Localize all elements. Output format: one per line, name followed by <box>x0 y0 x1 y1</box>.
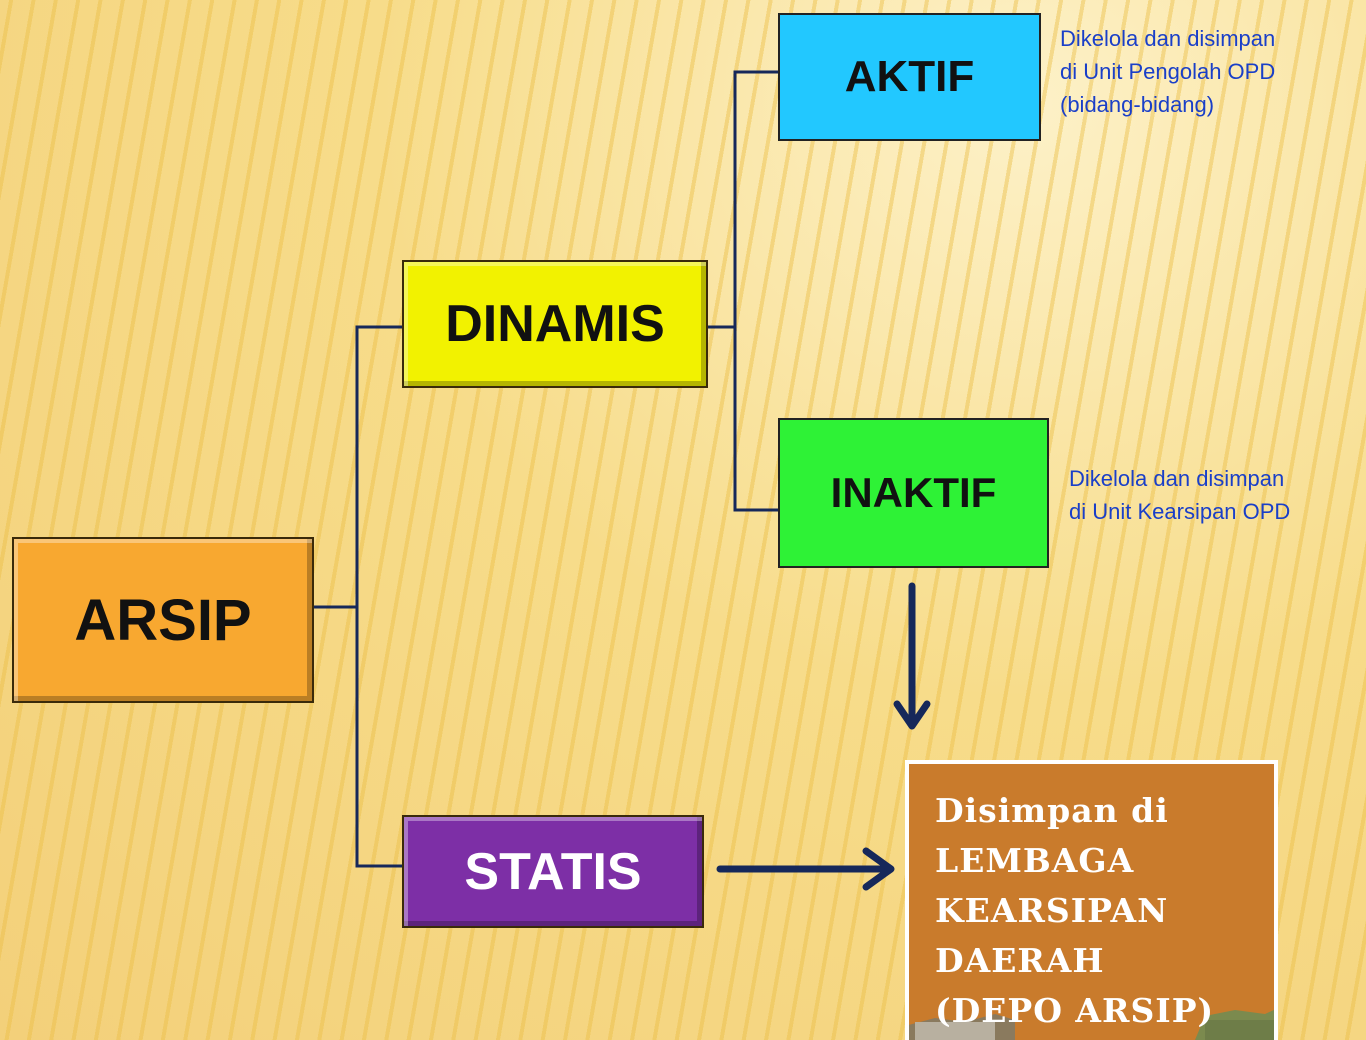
note-aktif-line: Dikelola dan disimpan <box>1060 26 1276 51</box>
node-inaktif-label: INAKTIF <box>830 469 997 516</box>
depo-line: LEMBAGA <box>935 841 1135 880</box>
node-arsip: ARSIP <box>12 537 314 703</box>
node-dinamis-label: DINAMIS <box>445 295 665 353</box>
node-statis-label: STATIS <box>464 842 642 901</box>
connector-dinamis-aktif <box>733 70 778 512</box>
note-aktif-line: (bidang-bidang) <box>1060 92 1215 117</box>
depo-line: Disimpan di <box>935 791 1169 830</box>
note-inaktif: Dikelola dan disimpan di Unit Kearsipan … <box>1069 462 1290 528</box>
node-aktif: AKTIF <box>778 13 1041 141</box>
note-inaktif-line: Dikelola dan disimpan <box>1069 466 1285 491</box>
arrow-inaktif-head <box>893 700 931 730</box>
note-aktif: Dikelola dan disimpan di Unit Pengolah O… <box>1060 22 1275 121</box>
node-statis: STATIS <box>402 815 704 928</box>
node-inaktif: INAKTIF <box>778 418 1049 568</box>
depo-arsip-box: Disimpan di LEMBAGA KEARSIPAN DAERAH (DE… <box>905 760 1278 1040</box>
note-inaktif-line: di Unit Kearsipan OPD <box>1069 499 1291 524</box>
node-dinamis: DINAMIS <box>402 260 708 388</box>
connector-arsip-dinamis <box>355 325 402 868</box>
depo-line: DAERAH <box>935 941 1105 980</box>
arrow-statis-head <box>862 847 895 891</box>
depo-photo-strip <box>909 992 1274 1040</box>
node-arsip-label: ARSIP <box>74 587 252 653</box>
depo-line: KEARSIPAN <box>935 891 1169 930</box>
depo-line: (DEPO ARSIP) <box>935 991 1215 1030</box>
node-aktif-label: AKTIF <box>844 52 975 101</box>
note-aktif-line: di Unit Pengolah OPD <box>1060 59 1276 84</box>
